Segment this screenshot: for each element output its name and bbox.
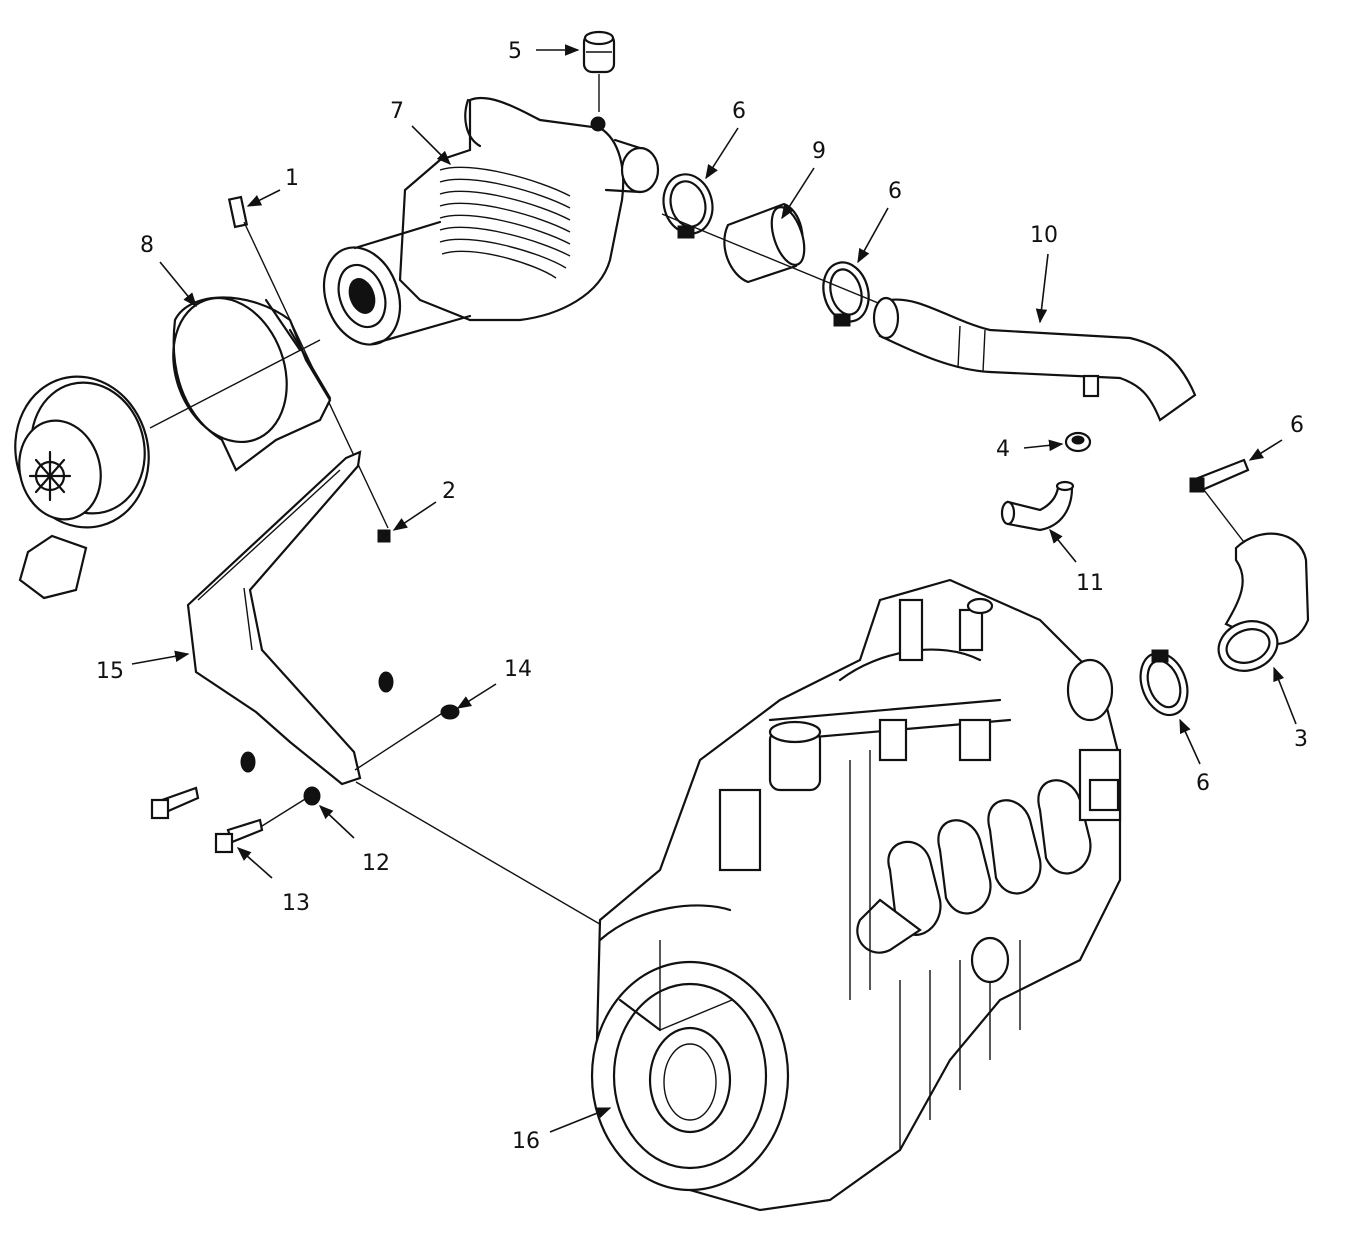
part-13-bolt-lower xyxy=(214,795,311,854)
part-12-washer xyxy=(303,786,321,806)
callout-8: 8 xyxy=(140,233,154,258)
callout-6-d: 6 xyxy=(1196,771,1210,796)
callout-7: 7 xyxy=(390,99,404,124)
part-4-cap xyxy=(1064,431,1092,453)
part-6-clamp-c xyxy=(1139,649,1189,717)
part-6-clamp-a xyxy=(662,173,714,239)
callout-2: 2 xyxy=(442,479,456,504)
callout-5: 5 xyxy=(508,39,522,64)
part-8-band xyxy=(172,296,332,472)
callout-15: 15 xyxy=(96,659,124,684)
end-cap-assembly xyxy=(14,339,321,600)
callout-9: 9 xyxy=(812,139,826,164)
part-3-elbow-hose xyxy=(1217,532,1310,672)
callout-1: 1 xyxy=(285,166,299,191)
part-7-air-cleaner xyxy=(322,97,660,346)
part-2-nut xyxy=(377,529,391,543)
part-10-intake-pipe xyxy=(872,296,1197,422)
part-6-clamp-b xyxy=(822,261,870,327)
part-13-bolt-upper xyxy=(150,786,200,820)
part-16-engine xyxy=(590,578,1122,1212)
callouts: 5 7 6 9 6 1 8 10 4 6 2 11 15 14 3 6 12 xyxy=(96,39,1308,1154)
callout-13: 13 xyxy=(282,891,310,916)
callout-6-a: 6 xyxy=(732,99,746,124)
part-5-cap xyxy=(582,30,616,112)
callout-6-c: 6 xyxy=(1290,413,1304,438)
callout-14: 14 xyxy=(504,657,532,682)
part-11-elbow xyxy=(1000,480,1075,532)
part-6-bolt xyxy=(1189,458,1251,551)
callout-6-b: 6 xyxy=(888,179,902,204)
callout-12: 12 xyxy=(362,851,390,876)
callout-10: 10 xyxy=(1030,223,1058,248)
callout-11: 11 xyxy=(1076,571,1104,596)
part-15-bracket xyxy=(186,450,611,931)
callout-4: 4 xyxy=(996,437,1010,462)
callout-3: 3 xyxy=(1294,727,1308,752)
callout-16: 16 xyxy=(512,1129,540,1154)
